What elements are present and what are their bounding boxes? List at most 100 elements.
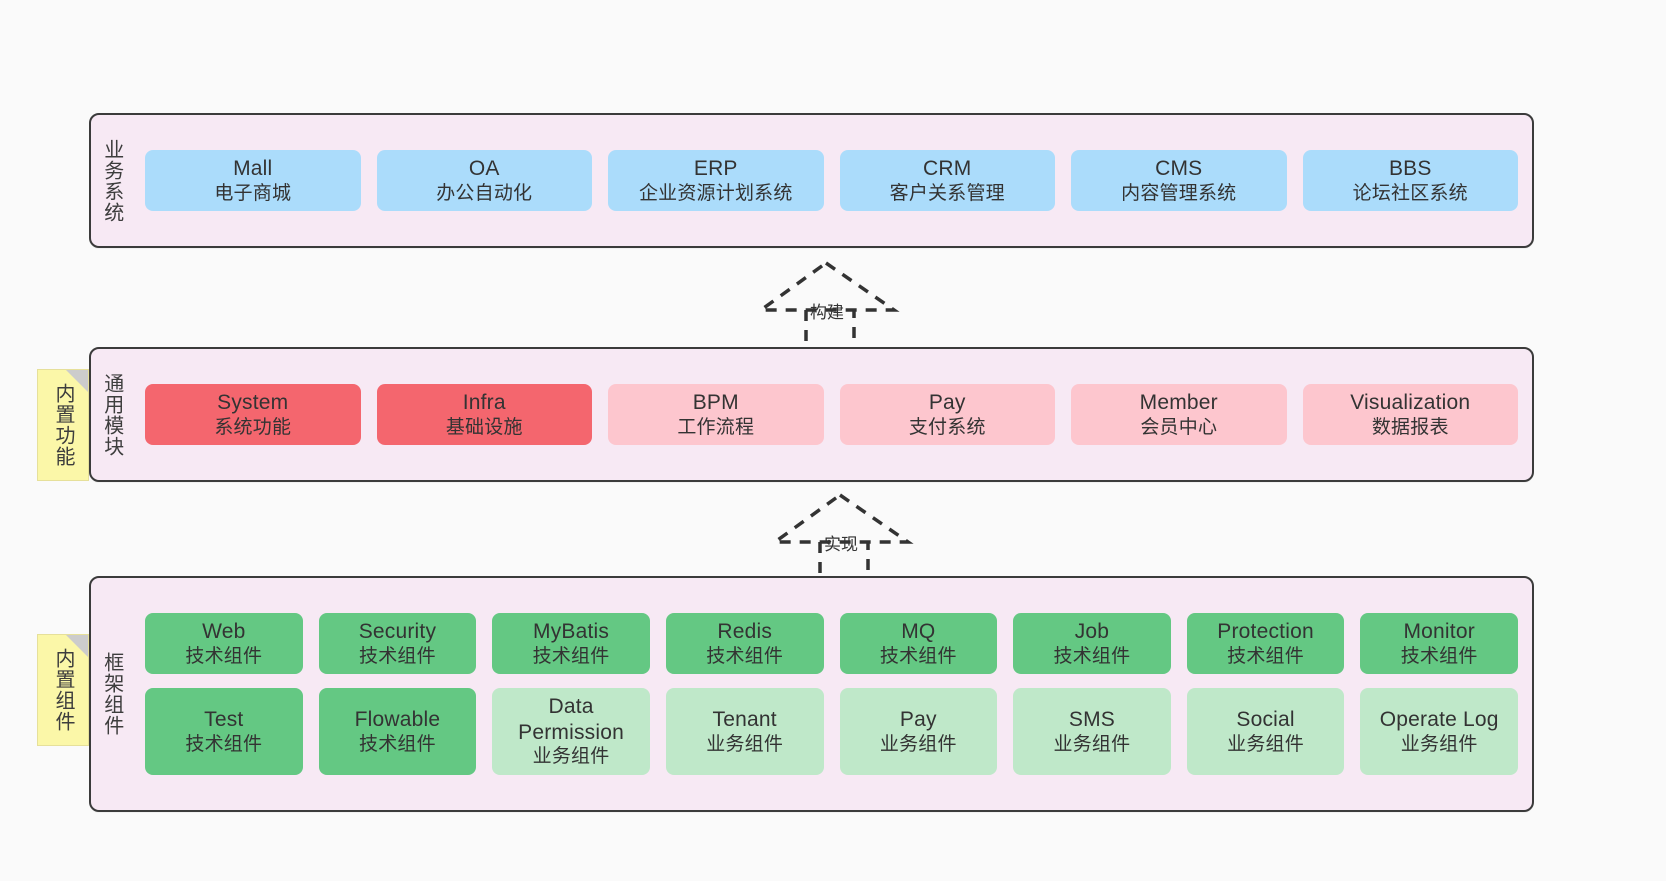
node-system[interactable]: System 系统功能	[145, 384, 361, 445]
node-bbs[interactable]: BBS 论坛社区系统	[1302, 150, 1518, 211]
node-mq[interactable]: MQ 技术组件	[839, 613, 998, 675]
node-data-permission[interactable]: Data Permission 业务组件	[492, 688, 650, 775]
node-title: Member	[1139, 391, 1218, 415]
node-subtitle: 电子商城	[214, 182, 292, 204]
node-title: Flowable	[354, 707, 441, 731]
node-subtitle: 业务组件	[706, 733, 784, 755]
node-test[interactable]: Test 技术组件	[145, 688, 303, 775]
node-subtitle: 内容管理系统	[1121, 182, 1237, 204]
node-title: Protection	[1217, 620, 1314, 644]
node-title: MQ	[901, 620, 936, 644]
node-subtitle: 论坛社区系统	[1352, 182, 1468, 204]
node-subtitle: 技术组件	[1227, 646, 1304, 668]
node-social[interactable]: Social 业务组件	[1186, 688, 1345, 775]
node-mybatis[interactable]: MyBatis 技术组件	[492, 613, 650, 675]
node-subtitle: 技术组件	[532, 646, 610, 668]
node-title: Data Permission	[518, 695, 624, 744]
layer-title-common-modules: 通用模块	[100, 372, 123, 457]
node-subtitle: 技术组件	[185, 646, 263, 668]
layer-body-framework-components: Web 技术组件 Security 技术组件 MyBatis 技术组件 Redi…	[131, 578, 1532, 810]
node-subtitle: 技术组件	[879, 646, 957, 668]
node-subtitle: 办公自动化	[436, 182, 533, 204]
sticky-note-label: 内置功能	[52, 383, 74, 467]
node-title: Operate Log	[1379, 707, 1499, 731]
node-row: Mall 电子商城 OA 办公自动化 ERP 企业资源计划系统 CRM 客户关系…	[145, 150, 1518, 211]
node-flowable[interactable]: Flowable 技术组件	[318, 688, 477, 775]
sticky-note-builtin-component: 内置组件	[37, 634, 89, 746]
layer-body-common-modules: System 系统功能 Infra 基础设施 BPM 工作流程 Pay 支付系统…	[131, 349, 1532, 480]
node-title: Infra	[462, 391, 506, 415]
layer-title-business-systems: 业务系统	[100, 138, 123, 223]
node-web[interactable]: Web 技术组件	[145, 613, 303, 675]
node-subtitle: 系统功能	[214, 416, 292, 438]
node-title: CRM	[923, 157, 972, 181]
node-subtitle: 业务组件	[1227, 733, 1304, 755]
node-subtitle: 支付系统	[908, 416, 986, 438]
connector-shaft	[804, 310, 856, 352]
connector-implement: 实现	[769, 490, 920, 585]
node-title: Mall	[233, 157, 273, 181]
node-subtitle: 技术组件	[359, 733, 436, 755]
layer-framework-components: 框架组件 Web 技术组件 Security 技术组件 MyBatis 技术组件…	[89, 576, 1534, 812]
node-redis[interactable]: Redis 技术组件	[665, 613, 824, 675]
node-title: System	[217, 391, 289, 415]
node-subtitle: 数据报表	[1371, 416, 1449, 438]
node-infra[interactable]: Infra 基础设施	[376, 384, 592, 445]
node-title: Job	[1074, 620, 1110, 644]
node-mall[interactable]: Mall 电子商城	[145, 150, 361, 211]
node-job[interactable]: Job 技术组件	[1013, 613, 1171, 675]
connector-label-build: 构建	[810, 303, 844, 322]
node-erp[interactable]: ERP 企业资源计划系统	[608, 150, 824, 211]
node-bpm[interactable]: BPM 工作流程	[608, 384, 824, 445]
generalization-arrowhead	[769, 492, 914, 544]
node-subtitle: 基础设施	[445, 416, 523, 438]
connector-build: 构建	[755, 258, 906, 353]
node-title: Security	[358, 620, 437, 644]
node-pay-business[interactable]: Pay 业务组件	[839, 688, 998, 775]
node-title: Redis	[717, 620, 773, 644]
node-subtitle: 技术组件	[1053, 646, 1131, 668]
node-title: MyBatis	[533, 620, 610, 644]
node-title: ERP	[693, 157, 738, 181]
node-subtitle: 工作流程	[677, 416, 755, 438]
node-title: Monitor	[1403, 620, 1475, 644]
node-title: Tenant	[712, 707, 777, 731]
node-subtitle: 业务组件	[879, 733, 957, 755]
node-tenant[interactable]: Tenant 业务组件	[665, 688, 824, 775]
node-oa[interactable]: OA 办公自动化	[376, 150, 592, 211]
node-subtitle: 客户关系管理	[889, 182, 1005, 204]
node-subtitle: 企业资源计划系统	[638, 182, 793, 204]
layer-business-systems: 业务系统 Mall 电子商城 OA 办公自动化 ERP 企业资源计划系统 CRM…	[89, 113, 1534, 248]
node-subtitle: 业务组件	[1400, 733, 1478, 755]
node-title: Web	[202, 620, 246, 644]
node-subtitle: 技术组件	[185, 733, 263, 755]
node-cms[interactable]: CMS 内容管理系统	[1071, 150, 1287, 211]
node-row: System 系统功能 Infra 基础设施 BPM 工作流程 Pay 支付系统…	[145, 384, 1518, 445]
node-title: Pay	[899, 707, 937, 731]
node-subtitle: 会员中心	[1140, 416, 1218, 438]
node-protection[interactable]: Protection 技术组件	[1186, 613, 1345, 675]
node-title: BPM	[692, 391, 739, 415]
node-security[interactable]: Security 技术组件	[318, 613, 477, 675]
node-subtitle: 技术组件	[359, 646, 436, 668]
sticky-note-label: 内置组件	[52, 648, 74, 732]
connector-label-implement: 实现	[824, 535, 858, 554]
node-subtitle: 技术组件	[706, 646, 784, 668]
node-monitor[interactable]: Monitor 技术组件	[1360, 613, 1518, 675]
node-crm[interactable]: CRM 客户关系管理	[839, 150, 1055, 211]
node-row: Test 技术组件 Flowable 技术组件 Data Permission …	[145, 688, 1518, 775]
node-title: CMS	[1155, 157, 1203, 181]
node-subtitle: 业务组件	[532, 746, 610, 768]
generalization-arrowhead	[755, 260, 900, 312]
node-member[interactable]: Member 会员中心	[1071, 384, 1287, 445]
node-title: Pay	[928, 391, 966, 415]
node-pay[interactable]: Pay 支付系统	[839, 384, 1055, 445]
node-row: Web 技术组件 Security 技术组件 MyBatis 技术组件 Redi…	[145, 613, 1518, 675]
node-operate-log[interactable]: Operate Log 业务组件	[1360, 688, 1518, 775]
node-title: Visualization	[1350, 391, 1471, 415]
node-title: Test	[204, 707, 244, 731]
node-subtitle: 技术组件	[1400, 646, 1478, 668]
node-visualization[interactable]: Visualization 数据报表	[1302, 384, 1518, 445]
node-sms[interactable]: SMS 业务组件	[1013, 688, 1171, 775]
